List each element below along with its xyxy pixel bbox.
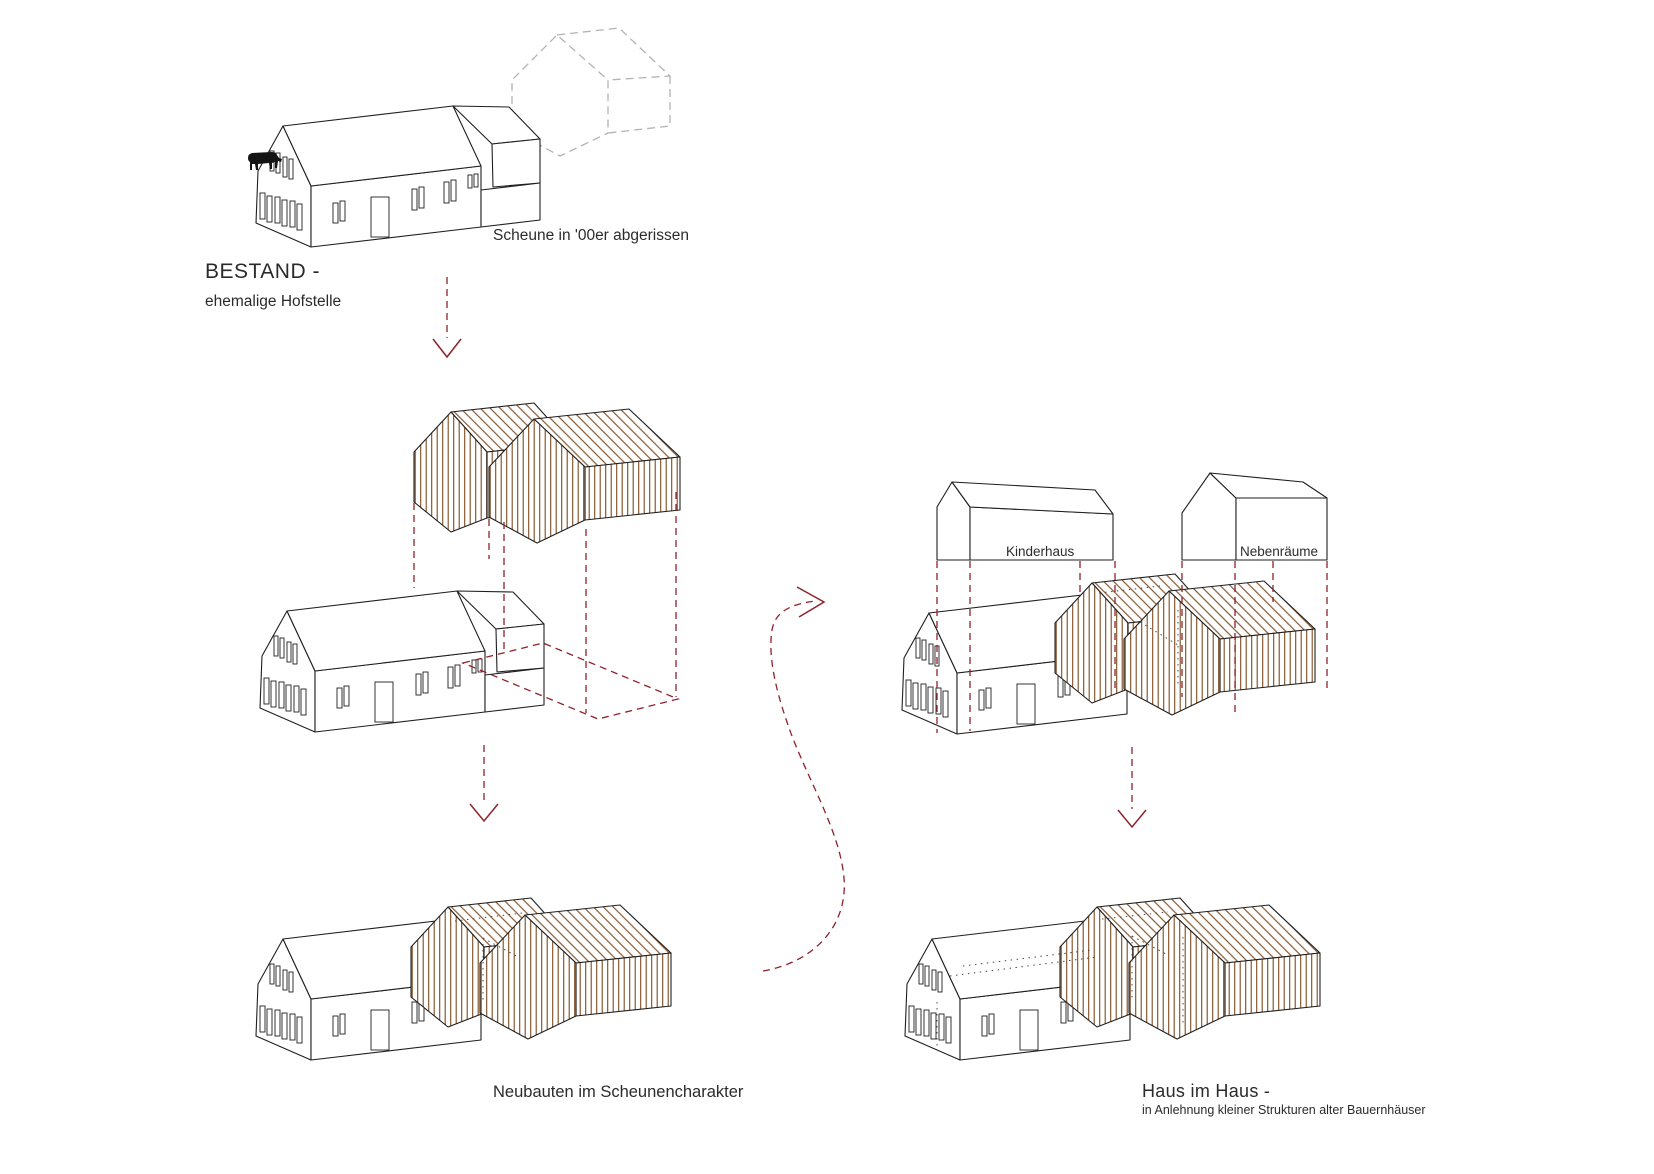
footprint-outline <box>460 642 681 720</box>
stage-volumes <box>259 402 681 733</box>
nebenraeume-label: Nebenräume <box>1240 544 1318 559</box>
hidden-edges-dotted <box>454 912 524 1002</box>
bestand-title: BESTAND - <box>205 260 320 283</box>
attached-barns-3 <box>410 897 672 1040</box>
farmhouse-existing-2 <box>259 590 545 733</box>
projection-lines <box>413 492 681 720</box>
bestand-subtitle: ehemalige Hofstelle <box>205 293 341 310</box>
arrow-down-1 <box>432 277 462 359</box>
stage-bestand: Scheune in '00er abgerissen BESTAND - eh… <box>205 27 689 310</box>
stage-neubauten: Neubauten im Scheunencharakter <box>255 897 744 1101</box>
haus-im-haus-title: Haus im Haus - <box>1142 1081 1270 1101</box>
floating-barn-volumes <box>413 402 681 544</box>
farmhouse-existing <box>248 105 541 248</box>
scheune-annotation: Scheune in '00er abgerissen <box>493 227 689 244</box>
nebenraeume-volume: Nebenräume <box>1181 472 1328 561</box>
attached-barns-4 <box>1054 573 1316 716</box>
kinderhaus-volume: Kinderhaus <box>936 481 1114 561</box>
stage-haus-im-haus-final: Haus im Haus - in Anlehnung kleiner Stru… <box>904 897 1426 1117</box>
haus-im-haus-subtitle: in Anlehnung kleiner Strukturen alter Ba… <box>1142 1103 1426 1117</box>
arrow-curved <box>762 586 845 972</box>
arrow-down-3 <box>1117 747 1147 829</box>
attached-barns-5 <box>1059 897 1321 1040</box>
neubauten-caption: Neubauten im Scheunencharakter <box>493 1083 744 1101</box>
kinderhaus-label: Kinderhaus <box>1006 544 1075 559</box>
hidden-edges-dotted <box>1098 585 1179 688</box>
projection-lines-right <box>936 561 1328 733</box>
arrow-down-2 <box>469 745 499 823</box>
stage-haus-im-haus-concept: Kinderhaus Nebenräume <box>901 472 1328 735</box>
